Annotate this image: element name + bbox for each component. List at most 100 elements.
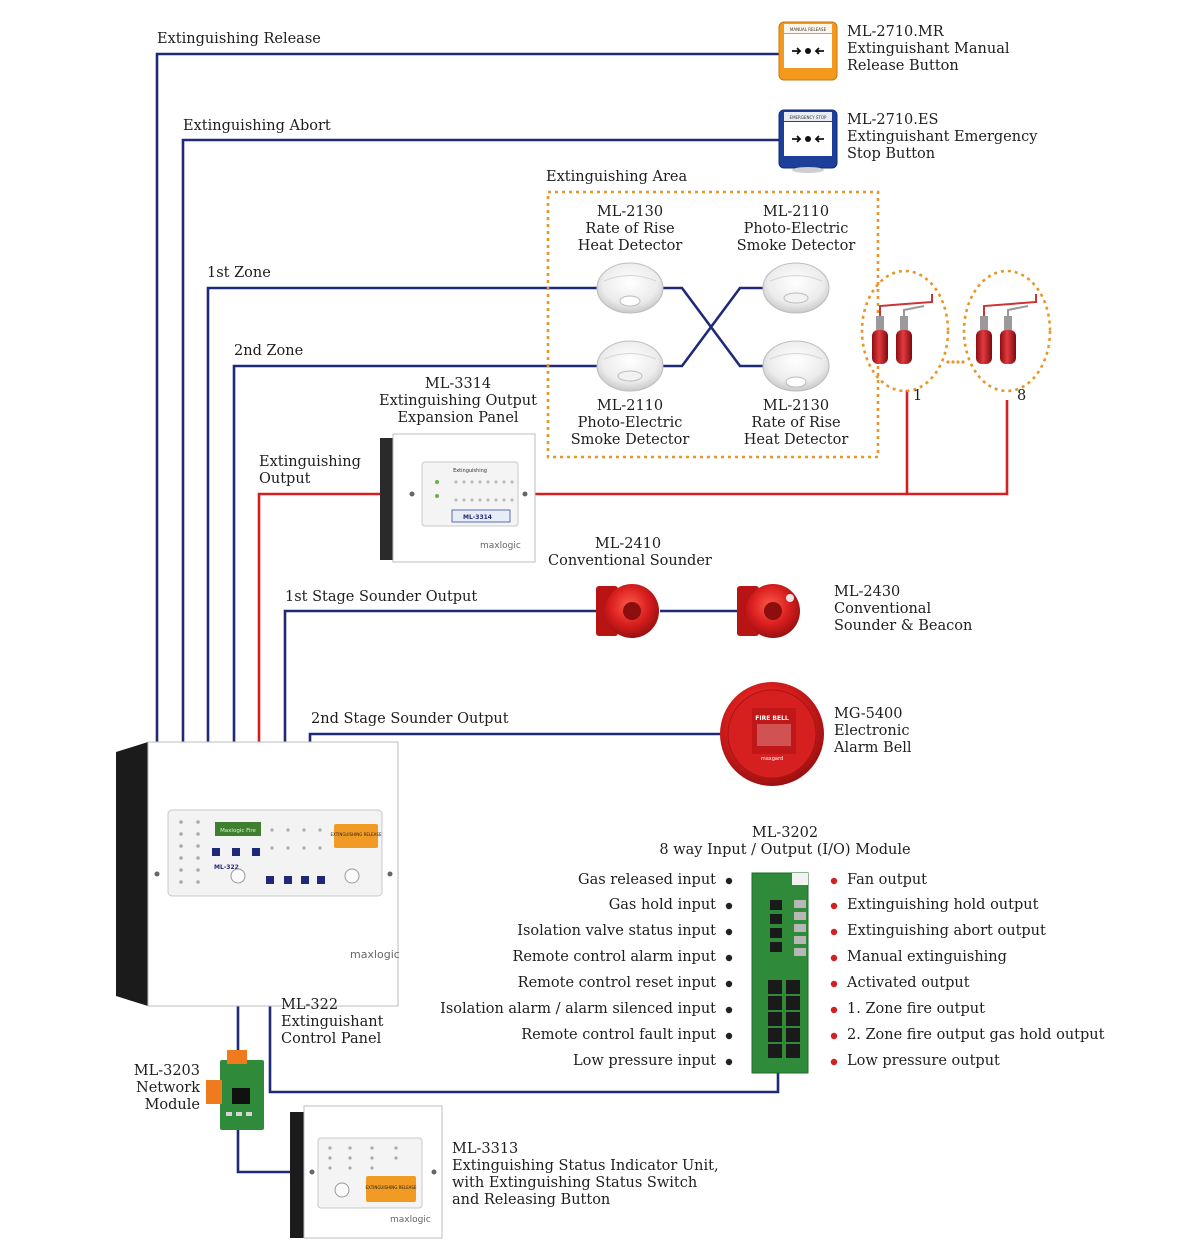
- label-sounder: ML-2410 Conventional Sounder: [548, 536, 712, 570]
- io-input-label-5: Remote control reset input: [517, 975, 716, 991]
- status-unit-line1: Extinguishing Status Indicator Unit,: [452, 1158, 719, 1174]
- wire-zone-cross-b: [662, 286, 766, 368]
- control-panel-line2: Control Panel: [281, 1031, 382, 1047]
- cylinder-group-number-8: 8: [1017, 388, 1027, 404]
- io-input-label-3: Isolation valve status input: [517, 923, 716, 939]
- panel-brand-text: maxlogic: [350, 948, 400, 961]
- detector-top-right: [762, 262, 830, 314]
- det-bl-line1: Photo-Electric: [577, 415, 683, 431]
- io-output-label-4: Manual extinguishing: [847, 949, 1007, 965]
- manual-release-model: ML-2710.MR: [847, 24, 944, 40]
- det-br-model: ML-2130: [762, 398, 830, 414]
- sounder-image: [596, 584, 659, 638]
- panel-lcd-text: Maxlogic Fire: [220, 828, 256, 834]
- wire-extinguishing-abort: [181, 138, 780, 748]
- io-module-line1: 8 way Input / Output (I/O) Module: [659, 842, 911, 858]
- det-tl-model: ML-2130: [596, 204, 664, 220]
- expansion-header-text: Extinguishing: [453, 468, 487, 474]
- label-sounder-beacon: ML-2430 Conventional Sounder & Beacon: [834, 584, 972, 635]
- detector-bottom-left: [596, 340, 664, 392]
- expansion-model: ML-3314: [424, 376, 492, 392]
- wire-extinguishing-output: [257, 492, 380, 752]
- wire-zone-cross-a: [662, 286, 766, 368]
- label-expansion-panel: ML-3314 Extinguishing Output Expansion P…: [378, 376, 538, 427]
- io-output-label-2: Extinguishing hold output: [847, 897, 1039, 913]
- io-input-label-7: Remote control fault input: [521, 1027, 716, 1043]
- network-line1: Network: [136, 1080, 200, 1096]
- fire-bell-image: FIRE BELL maxgard: [720, 682, 824, 786]
- label-extinguishing-output: Extinguishing Output: [259, 454, 361, 488]
- io-output-label-8: Low pressure output: [847, 1053, 1000, 1069]
- io-input-dots: [725, 877, 733, 1066]
- control-panel-line1: Extinguishant: [281, 1014, 384, 1030]
- expansion-panel-image: Extinguishing ML-3314 maxlogic: [380, 433, 536, 563]
- label-network-module: ML-3203 Network Module: [120, 1063, 200, 1114]
- wire-network-bottom: [236, 1128, 290, 1174]
- sounder-beacon-model: ML-2430: [834, 584, 901, 600]
- emergency-stop-button-image: EMERGENCY STOP: [778, 109, 838, 173]
- panel-release-text: EXTINGUISHING RELEASE: [331, 832, 382, 837]
- label-extinguishing-output-line2: Output: [259, 471, 311, 487]
- io-input-label-1: Gas released input: [578, 872, 716, 888]
- det-tr-line1: Photo-Electric: [743, 221, 849, 237]
- output-wires: [257, 390, 1009, 752]
- bell-line1: Electronic: [834, 723, 910, 739]
- expansion-line1: Extinguishing Output: [379, 393, 537, 409]
- bell-line2: Alarm Bell: [834, 740, 912, 756]
- io-output-label-6: 1. Zone fire output: [847, 1001, 985, 1017]
- sounder-beacon-image: [737, 584, 800, 638]
- sounder-beacon-line1: Conventional: [834, 601, 932, 617]
- status-unit-line2: with Extinguishing Status Switch: [452, 1175, 698, 1191]
- network-model: ML-3203: [133, 1063, 200, 1079]
- detector-top-left: [596, 262, 664, 314]
- status-unit-image: EXTINGUISHING RELEASE maxlogic: [290, 1105, 443, 1239]
- io-output-dots: [830, 877, 838, 1066]
- io-output-label-1: Fan output: [847, 872, 928, 888]
- det-tl-line2: Heat Detector: [577, 238, 683, 254]
- emergency-stop-sign-text: EMERGENCY STOP: [790, 115, 827, 120]
- label-zone-2: 2nd Zone: [234, 343, 304, 359]
- label-extinguishing-release: Extinguishing Release: [157, 31, 321, 47]
- sounder-line1: Conventional Sounder: [548, 553, 712, 569]
- manual-release-line2: Release Button: [847, 58, 959, 74]
- io-input-label-8: Low pressure input: [573, 1053, 716, 1069]
- io-output-label-5: Activated output: [847, 975, 970, 991]
- label-extinguishing-area: Extinguishing Area: [546, 169, 688, 185]
- wire-extinguishing-release: [155, 52, 780, 748]
- cylinder-ellipsis: [946, 360, 965, 364]
- network-module-image: [206, 1050, 264, 1130]
- expansion-model-text: ML-3314: [463, 514, 492, 521]
- label-emergency-stop: ML-2710.ES Extinguishant Emergency Stop …: [847, 112, 1037, 163]
- io-output-label-3: Extinguishing abort output: [847, 923, 1046, 939]
- label-zone-1: 1st Zone: [207, 265, 271, 281]
- io-input-label-2: Gas hold input: [608, 897, 716, 913]
- det-tr-line2: Smoke Detector: [736, 238, 856, 254]
- label-detector-top-left: ML-2130 Rate of Rise Heat Detector: [570, 204, 690, 255]
- detector-bottom-right: [762, 340, 830, 392]
- sounder-model: ML-2410: [594, 536, 662, 552]
- wire-cylinder-feed: [535, 400, 1009, 496]
- status-release-text: EXTINGUISHING RELEASE: [366, 1185, 417, 1190]
- bell-sign-text: FIRE BELL: [755, 715, 789, 722]
- det-bl-model: ML-2110: [596, 398, 664, 414]
- cylinder-group-8: [962, 269, 1052, 393]
- label-detector-bottom-right: ML-2130 Rate of Rise Heat Detector: [736, 398, 856, 449]
- emergency-stop-model: ML-2710.ES: [847, 112, 939, 128]
- label-extinguishing-abort: Extinguishing Abort: [183, 118, 331, 134]
- label-io-module: ML-3202 8 way Input / Output (I/O) Modul…: [640, 825, 930, 859]
- emergency-stop-line2: Stop Button: [847, 146, 936, 162]
- det-br-line1: Rate of Rise: [751, 415, 841, 431]
- sounder-beacon-line2: Sounder & Beacon: [834, 618, 973, 634]
- wire-stage-1-sounder: [283, 609, 598, 752]
- signal-wires: [155, 52, 780, 1174]
- label-fire-bell: MG-5400 Electronic Alarm Bell: [834, 706, 912, 757]
- cylinder-group-1: [860, 269, 950, 393]
- det-bl-line2: Smoke Detector: [570, 432, 690, 448]
- bell-model: MG-5400: [834, 706, 903, 722]
- label-stage-2-sounder: 2nd Stage Sounder Output: [311, 711, 509, 727]
- expansion-brand-text: maxlogic: [480, 541, 521, 551]
- status-unit-line3: and Releasing Button: [452, 1192, 611, 1208]
- label-detector-top-right: ML-2110 Photo-Electric Smoke Detector: [731, 204, 861, 255]
- panel-model-text: ML-322: [214, 864, 239, 871]
